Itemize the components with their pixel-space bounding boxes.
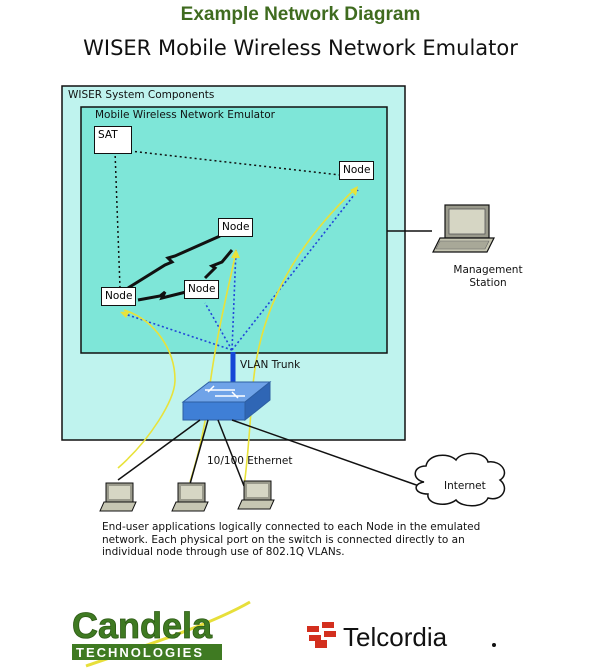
- ethernet-label: 10/100 Ethernet: [207, 455, 293, 467]
- telcordia-logo: Telcordia: [307, 622, 496, 652]
- management-station-label: Management Station: [453, 264, 523, 289]
- sat-node[interactable]: SAT: [94, 126, 132, 154]
- sat-node-link: [129, 150, 341, 176]
- client-laptop-icon: [237, 480, 275, 510]
- candela-logo: Candela TECHNOLOGIES: [72, 600, 251, 668]
- telcordia-wordmark: Telcordia: [343, 622, 448, 652]
- emulator-label: Mobile Wireless Network Emulator: [95, 109, 275, 121]
- vlan-dotted-links: [121, 189, 359, 351]
- arrow-icon: [231, 249, 240, 258]
- client-laptop-icon: [171, 482, 209, 512]
- emulator-box: [80, 106, 388, 354]
- system-components-label: WISER System Components: [68, 89, 215, 101]
- switch-icon: [181, 380, 272, 422]
- node-label: Node: [222, 221, 250, 233]
- ethernet-links: [117, 419, 423, 488]
- node-label: Node: [105, 290, 133, 302]
- diagram-title: Example Network Diagram: [180, 4, 421, 25]
- vlan-trunk-label: VLAN Trunk: [240, 359, 301, 371]
- wireless-links: [127, 234, 234, 302]
- client-laptop-icon: [99, 482, 137, 512]
- candela-tagline: TECHNOLOGIES: [76, 645, 204, 660]
- node-box[interactable]: Node: [339, 161, 375, 180]
- management-laptop-icon: [432, 204, 495, 253]
- node-label: Node: [188, 283, 216, 295]
- arrow-icon: [120, 311, 130, 318]
- diagram-subtitle: WISER Mobile Wireless Network Emulator: [83, 36, 518, 60]
- candela-wordmark: Candela: [72, 605, 213, 646]
- node-box[interactable]: Node: [184, 280, 220, 299]
- description-text: End-user applications logically connecte…: [102, 521, 481, 558]
- sat-label: SAT: [98, 129, 118, 141]
- internet-label: Internet: [444, 480, 486, 492]
- arrow-icon: [350, 186, 358, 196]
- internet-cloud-icon: [414, 452, 506, 507]
- telcordia-mark-icon: [307, 622, 336, 648]
- node-box[interactable]: Node: [218, 218, 254, 237]
- node-box[interactable]: Node: [101, 287, 137, 306]
- node-label: Node: [343, 164, 371, 176]
